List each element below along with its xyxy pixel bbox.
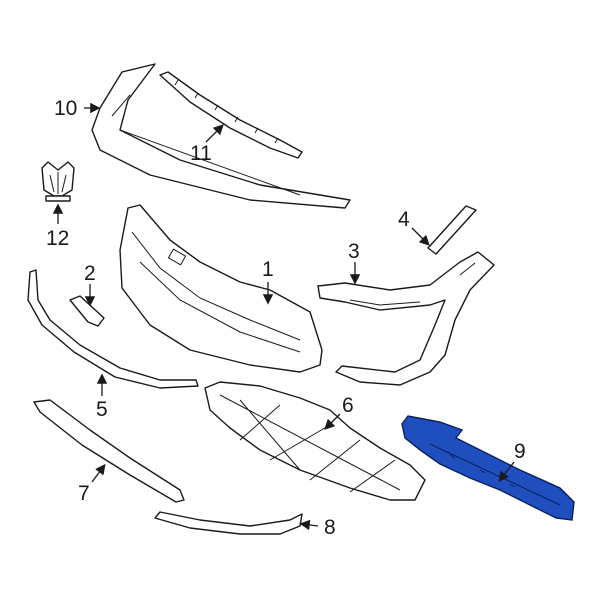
part-5-lower-strip[interactable] bbox=[27, 269, 199, 389]
callout-labels: 10 11 12 1 2 3 4 5 6 7 8 9 bbox=[46, 97, 526, 539]
callout-2: 2 bbox=[84, 262, 96, 285]
callout-5: 5 bbox=[96, 398, 108, 421]
callout-6: 6 bbox=[342, 394, 354, 417]
part-4-small-strip[interactable] bbox=[427, 205, 477, 255]
callout-8: 8 bbox=[324, 516, 336, 539]
callout-12: 12 bbox=[46, 227, 69, 250]
callout-7: 7 bbox=[78, 482, 90, 505]
part-11-clip-strip[interactable] bbox=[159, 71, 303, 159]
callout-3: 3 bbox=[348, 240, 360, 263]
callout-1: 1 bbox=[262, 258, 274, 281]
part-7-lower-spoiler[interactable] bbox=[33, 399, 185, 503]
part-3-side-bracket[interactable] bbox=[317, 251, 495, 386]
part-10-upper-trim[interactable] bbox=[91, 63, 351, 209]
callout-9: 9 bbox=[514, 440, 526, 463]
callout-4: 4 bbox=[398, 208, 410, 231]
part-9-energy-absorber[interactable] bbox=[401, 415, 575, 521]
part-12-emblem[interactable] bbox=[41, 161, 75, 202]
part-2-bracket[interactable] bbox=[69, 295, 105, 327]
callout-11: 11 bbox=[190, 142, 212, 165]
part-6-under-cover[interactable] bbox=[204, 381, 426, 501]
leader-lines bbox=[52, 102, 515, 531]
callout-10: 10 bbox=[54, 97, 77, 120]
part-1-grille[interactable] bbox=[119, 204, 323, 373]
part-8-lower-bar[interactable] bbox=[154, 511, 303, 535]
